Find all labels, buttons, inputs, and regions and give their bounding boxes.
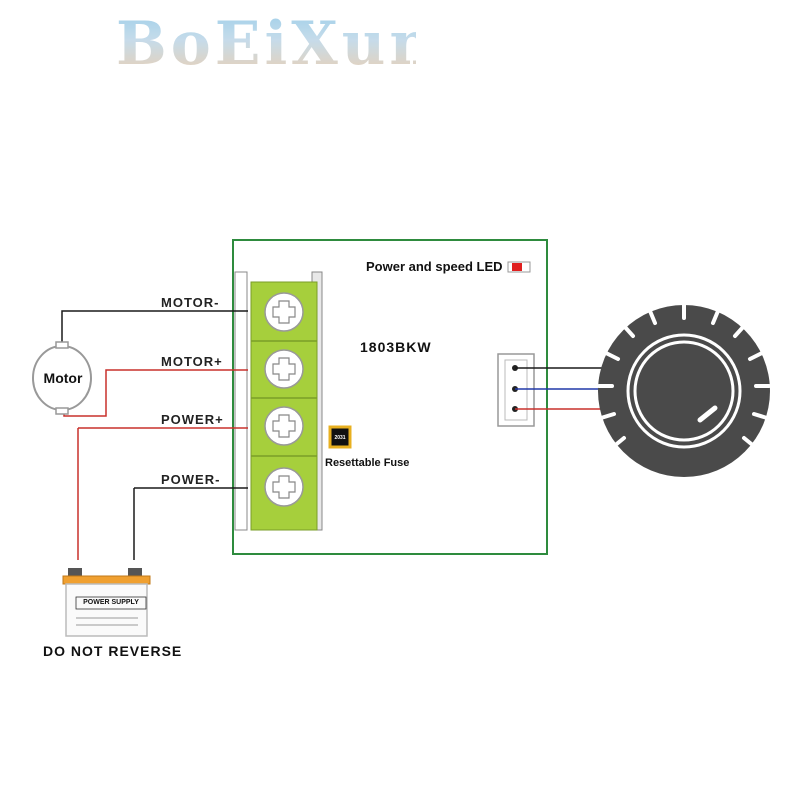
terminal-label-motor-plus: MOTOR+ <box>161 354 223 369</box>
terminal-label-motor-minus: MOTOR- <box>161 295 220 310</box>
fuse-label: Resettable Fuse <box>325 457 410 469</box>
potentiometer-wires <box>515 367 604 410</box>
motor-icon <box>32 341 92 415</box>
screw-icon[interactable] <box>264 349 304 389</box>
potentiometer-knob-icon[interactable] <box>597 303 771 477</box>
terminal-label-power-plus: POWER+ <box>161 412 224 427</box>
fuse-icon <box>328 425 352 449</box>
led-label: Power and speed LED <box>366 259 503 274</box>
screw-icon[interactable] <box>264 467 304 507</box>
board-model-label: 1803BKW <box>360 339 432 355</box>
polarity-warning: DO NOT REVERSE <box>43 643 183 659</box>
terminal-block <box>234 271 323 531</box>
potentiometer-connector <box>497 353 535 427</box>
motor-label: Motor <box>43 370 83 386</box>
fuse-marking: 2031 <box>334 435 346 441</box>
battery-icon <box>62 568 151 637</box>
terminal-label-power-minus: POWER- <box>161 472 221 487</box>
power-wires <box>77 428 135 560</box>
power-supply-label: POWER SUPPLY <box>83 599 139 606</box>
controller-board <box>232 239 548 555</box>
led-icon <box>507 261 531 273</box>
brand-logo: BoEiXun <box>116 4 433 84</box>
screw-icon[interactable] <box>264 406 304 446</box>
screw-icon[interactable] <box>264 292 304 332</box>
